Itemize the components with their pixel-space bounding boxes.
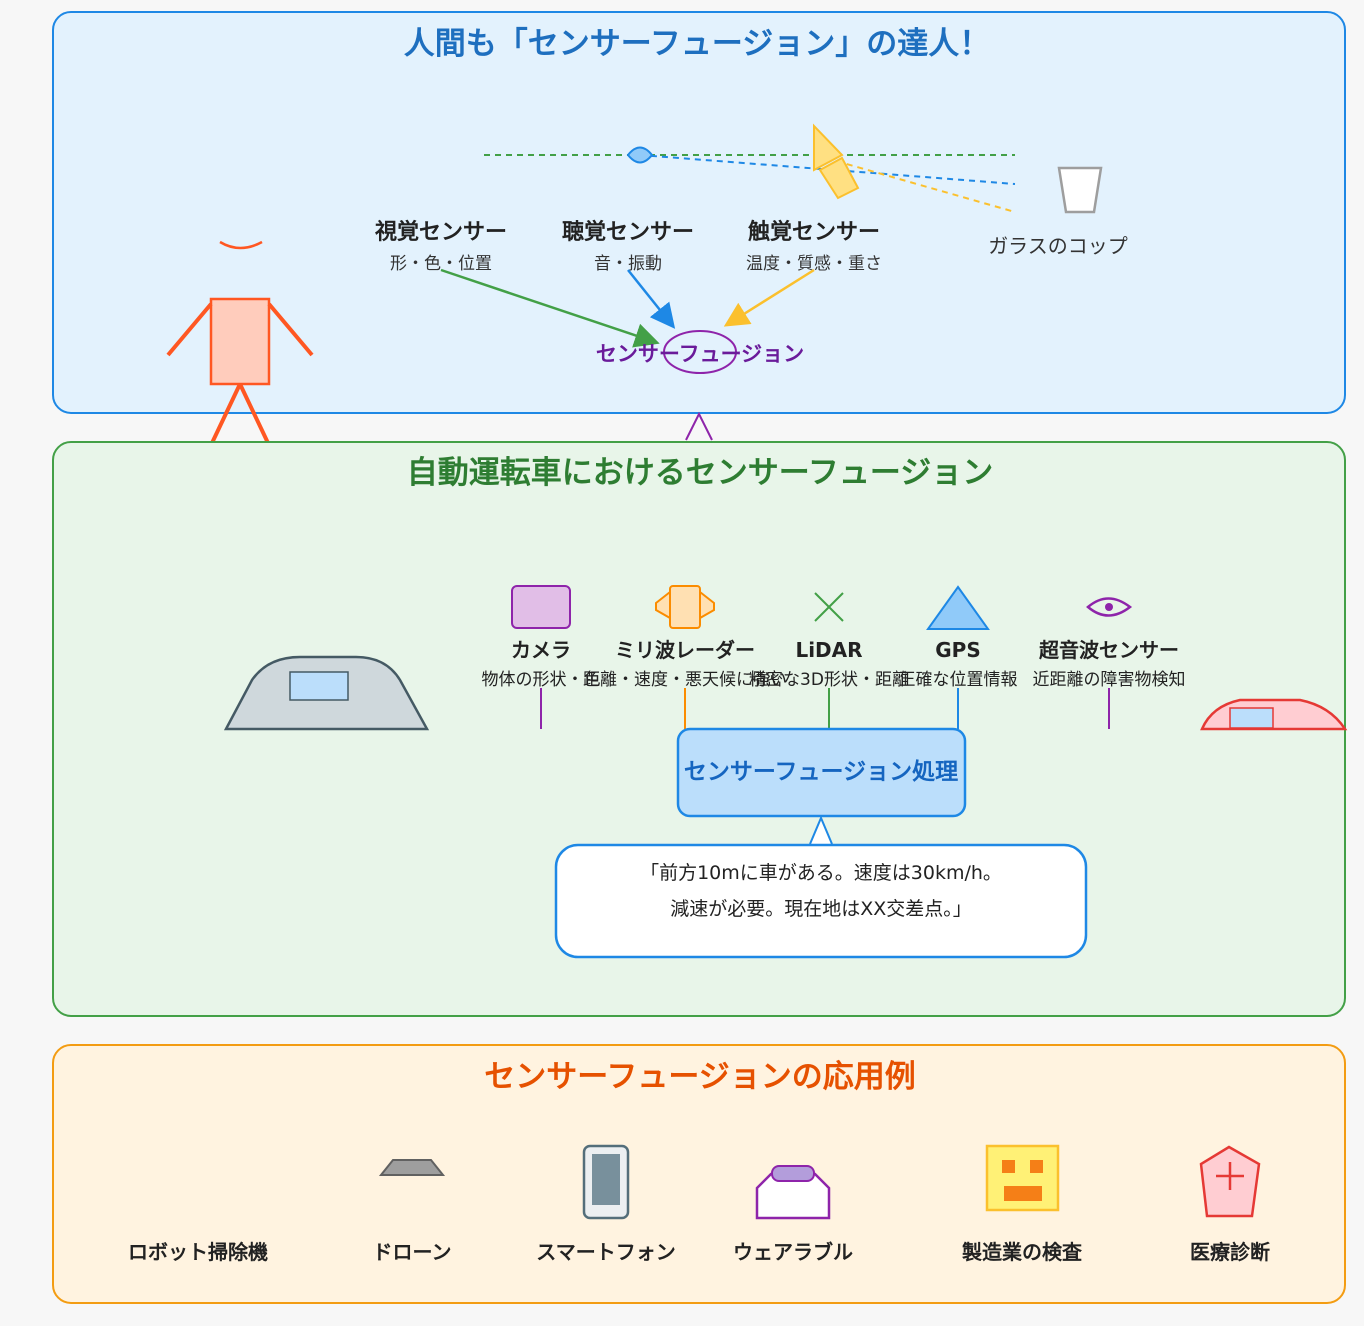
human-figure-icon: [166, 240, 314, 444]
sensor-name-radar: ミリ波レーダー: [615, 638, 755, 662]
sense-name: 聴覚センサー: [562, 219, 694, 245]
sensor-desc-radar: 距離・速度・悪天候に強い: [583, 670, 787, 690]
radar-icon: [655, 585, 715, 629]
sensor-desc-ultrasonic: 近距離の障害物検知: [1033, 670, 1186, 690]
app-label-smartphone: スマートフォン: [536, 1240, 675, 1264]
sense-vision: 視覚センサー 形・色・位置: [375, 219, 507, 274]
fusion-processor-label: センサーフュージョン処理: [684, 758, 958, 785]
app-label-wearable: ウェアラブル: [733, 1240, 853, 1264]
sensor-name-camera: カメラ: [511, 638, 571, 662]
result-bubble: [554, 843, 1088, 959]
sense-touch: 触覚センサー 温度・質感・重さ: [746, 219, 882, 274]
sensor-name-lidar: LiDAR: [795, 638, 862, 662]
apps-section-title: センサーフュージョンの応用例: [484, 1059, 916, 1095]
human-fusion-label: センサーフュージョン: [596, 342, 804, 366]
reflected-light-line: [814, 154, 1016, 213]
sensor-name-gps: GPS: [935, 638, 980, 662]
ultrasonic-icon: [1086, 597, 1133, 617]
sense-detail: 形・色・位置: [390, 254, 492, 274]
camera-icon: [511, 585, 571, 629]
car-section-title: 自動運転車におけるセンサーフュージョン: [407, 455, 994, 491]
other-car-icon: [1200, 698, 1348, 731]
app-label-medical: 医療診断: [1190, 1240, 1270, 1264]
fusion-eye-icon: [663, 330, 737, 374]
result-line-1: 「前方10mに車がある。速度は30km/h。: [640, 862, 1002, 884]
sensor-name-ultrasonic: 超音波センサー: [1038, 638, 1179, 662]
fusion-processor-box: [676, 727, 967, 818]
drone-icon: [378, 1159, 446, 1176]
result-line-2: 減速が必要。現在地はXX交差点。」: [670, 898, 972, 920]
smartphone-icon: [582, 1144, 630, 1220]
app-label-robot-vacuum: ロボット掃除機: [128, 1240, 268, 1264]
glass-cup-icon: [1057, 166, 1103, 214]
sense-name: 触覚センサー: [748, 219, 880, 245]
section-connector-arrow: [685, 411, 713, 441]
car-icon: [223, 655, 430, 731]
vision-arrow: [440, 268, 660, 348]
sense-hearing: 聴覚センサー 音・振動: [562, 219, 694, 274]
prism-icon: [813, 123, 844, 172]
app-label-factory: 製造業の検査: [962, 1240, 1082, 1264]
gps-icon: [926, 585, 990, 630]
touch-arrow: [723, 268, 815, 327]
sensor-desc-lidar: 精密な3D形状・距離: [749, 670, 909, 690]
processor-arrow-head: [809, 815, 833, 845]
sense-name: 視覚センサー: [375, 219, 507, 245]
lens-icon: [626, 146, 654, 164]
app-label-drone: ドローン: [373, 1240, 452, 1264]
wearable-icon: [755, 1165, 831, 1220]
sensor-desc-gps: 正確な位置情報: [899, 670, 1018, 690]
sensor-desc-camera: 物体の形状・色: [482, 670, 601, 690]
prism-lower-icon: [818, 156, 860, 200]
hearing-arrow: [627, 269, 676, 329]
lidar-icon: [814, 592, 844, 622]
sense-detail: 音・振動: [594, 254, 662, 274]
apps-section-panel: [52, 1044, 1346, 1304]
sense-detail: 温度・質感・重さ: [746, 254, 882, 274]
medical-icon: [1199, 1145, 1261, 1218]
human-section-title: 人間も「センサーフュージョン」の達人！: [404, 26, 991, 62]
glass-cup-label: ガラスのコップ: [988, 234, 1128, 258]
factory-robot-icon: [985, 1144, 1060, 1212]
